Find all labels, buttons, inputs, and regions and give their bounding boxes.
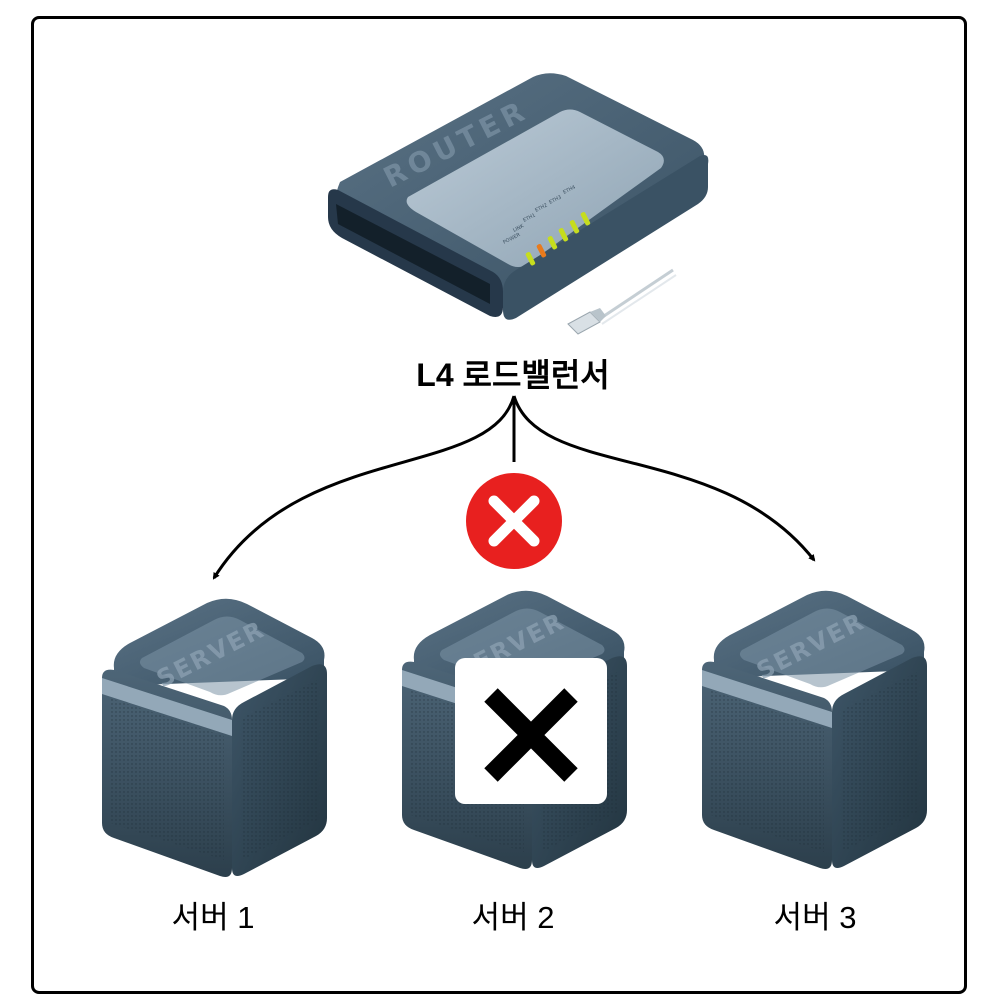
- black-x-icon: [455, 658, 607, 804]
- arrow-to-server-3: [512, 395, 816, 562]
- load-balancer-label: L4 로드밸런서: [416, 357, 610, 393]
- server-3-label: 서버 3: [773, 900, 857, 935]
- port-label-eth1: ETH1: [522, 212, 536, 223]
- port-label-eth4: ETH4: [562, 184, 576, 195]
- diagram-frame: [31, 16, 967, 994]
- server-3-device: SERVER: [702, 590, 927, 869]
- server-1-label: 서버 1: [171, 900, 255, 935]
- port-label-eth3: ETH3: [548, 194, 562, 205]
- connectors: [212, 395, 816, 580]
- router-cable: [567, 268, 677, 335]
- port-label-eth2: ETH2: [534, 202, 548, 213]
- red-circle-x-icon: [466, 473, 562, 569]
- server-2-label: 서버 2: [471, 900, 555, 935]
- port-label-link: LINK: [512, 223, 525, 234]
- arrow-to-server-1: [212, 395, 516, 580]
- router-leds: [525, 212, 591, 266]
- server-1-device: SERVER: [102, 598, 327, 877]
- router-device: ROUTER POWER LINK ETH1 ETH2 ETH3 ETH4: [328, 73, 709, 335]
